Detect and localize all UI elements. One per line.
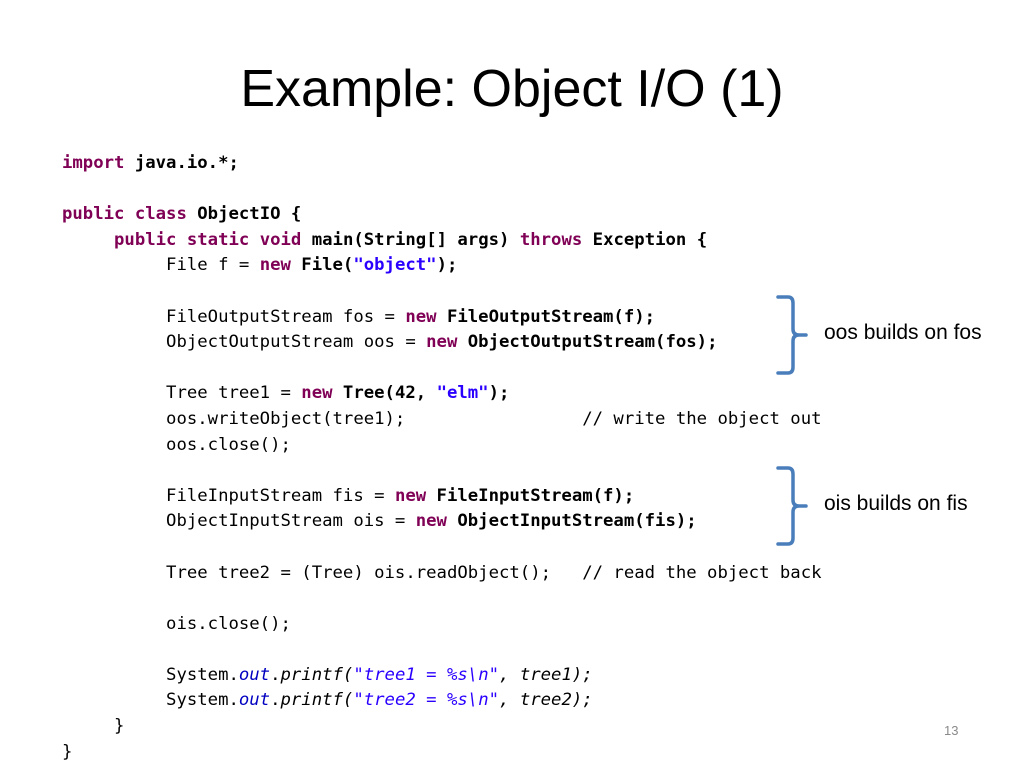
code-token: ObjectIO { [186, 204, 302, 225]
code-token: "tree2 = %s\n" [353, 690, 500, 711]
code-token: ObjectInputStream(fis); [446, 511, 697, 532]
bracket-ois-icon [776, 466, 808, 546]
code-token: . [270, 690, 281, 711]
code-token: } [62, 741, 73, 762]
code-token: FileInputStream(f); [426, 485, 635, 506]
code-token: File f = [62, 255, 260, 276]
code-line: FileOutputStream fos = new FileOutputStr… [62, 305, 822, 331]
code-token: main(String[] args) [301, 229, 520, 250]
code-token: new [259, 255, 291, 276]
code-token: Tree tree2 = (Tree) ois.readObject(); //… [62, 562, 822, 583]
code-token: out [238, 690, 271, 711]
code-token: oos.writeObject(tree1); // write the obj… [62, 408, 822, 429]
code-line [62, 637, 822, 663]
code-token: System. [62, 664, 239, 685]
page-number: 13 [944, 723, 959, 738]
code-block: import java.io.*; public class ObjectIO … [62, 151, 822, 765]
code-token: . [270, 664, 281, 685]
code-token: ois.close(); [62, 613, 291, 634]
code-token: "object" [353, 255, 437, 276]
code-line: File f = new File("object"); [62, 253, 822, 279]
code-line: } [62, 714, 822, 740]
code-token: "tree1 = %s\n" [353, 664, 500, 685]
bracket-oos-icon [776, 295, 808, 375]
code-token: public [114, 229, 177, 250]
code-line: oos.writeObject(tree1); // write the obj… [62, 407, 822, 433]
code-token: new [405, 306, 437, 327]
code-token: FileOutputStream fos = [62, 306, 406, 327]
code-line [62, 279, 822, 305]
code-token: printf( [280, 664, 354, 685]
code-token: Tree tree1 = [62, 383, 302, 404]
code-line: ObjectInputStream ois = new ObjectInputS… [62, 509, 822, 535]
code-token: "elm" [436, 383, 489, 404]
code-token: System. [62, 690, 239, 711]
code-token: new [394, 485, 427, 506]
code-line: public static void main(String[] args) t… [62, 228, 822, 254]
code-line [62, 535, 822, 561]
code-line [62, 177, 822, 203]
code-token: throws [519, 229, 583, 250]
code-token: new [415, 511, 447, 532]
code-line: Tree tree2 = (Tree) ois.readObject(); //… [62, 561, 822, 587]
code-line: import java.io.*; [62, 151, 822, 177]
ois-note: ois builds on fis [824, 492, 968, 515]
code-line [62, 458, 822, 484]
code-token: , tree1); [499, 664, 593, 685]
code-token: java.io.*; [124, 153, 239, 173]
code-token: FileInputStream fis = [62, 485, 395, 506]
code-line: System.out.printf("tree1 = %s\n", tree1)… [62, 663, 822, 689]
code-token: ObjectOutputStream(fos); [457, 332, 718, 353]
code-token: out [238, 664, 271, 685]
code-line: oos.close(); [62, 433, 822, 459]
code-line: System.out.printf("tree2 = %s\n", tree2)… [62, 688, 822, 714]
code-line: } [62, 740, 822, 766]
code-token: void [259, 229, 302, 250]
code-token: ObjectInputStream ois = [62, 511, 416, 532]
code-token: Tree(42, [332, 383, 437, 404]
code-line: public class ObjectIO { [62, 202, 822, 228]
code-token: ); [436, 255, 458, 276]
code-token: public [62, 204, 125, 225]
code-token [62, 230, 114, 250]
code-token: static [186, 229, 250, 250]
code-token: oos.close(); [62, 434, 291, 455]
code-line: FileInputStream fis = new FileInputStrea… [62, 484, 822, 510]
code-line: ois.close(); [62, 612, 822, 638]
code-token: File( [290, 255, 354, 276]
code-token: import [62, 153, 125, 173]
code-token: ObjectOutputStream oos = [62, 332, 427, 353]
slide-title: Example: Object I/O (1) [240, 60, 784, 118]
code-token: new [301, 383, 333, 404]
code-token: class [134, 204, 187, 225]
code-token: Exception { [582, 229, 708, 250]
code-line [62, 356, 822, 382]
code-token [176, 230, 186, 250]
code-token: printf( [280, 690, 354, 711]
code-token: , tree2); [499, 690, 593, 711]
code-token [249, 230, 259, 250]
oos-note: oos builds on fos [824, 321, 982, 344]
code-line: ObjectOutputStream oos = new ObjectOutpu… [62, 330, 822, 356]
code-token: } [62, 716, 125, 737]
code-line: Tree tree1 = new Tree(42, "elm"); [62, 381, 822, 407]
code-token: FileOutputStream(f); [436, 306, 656, 327]
code-line [62, 586, 822, 612]
code-token: ); [488, 383, 510, 404]
code-token: new [426, 332, 458, 353]
code-token [124, 204, 134, 224]
